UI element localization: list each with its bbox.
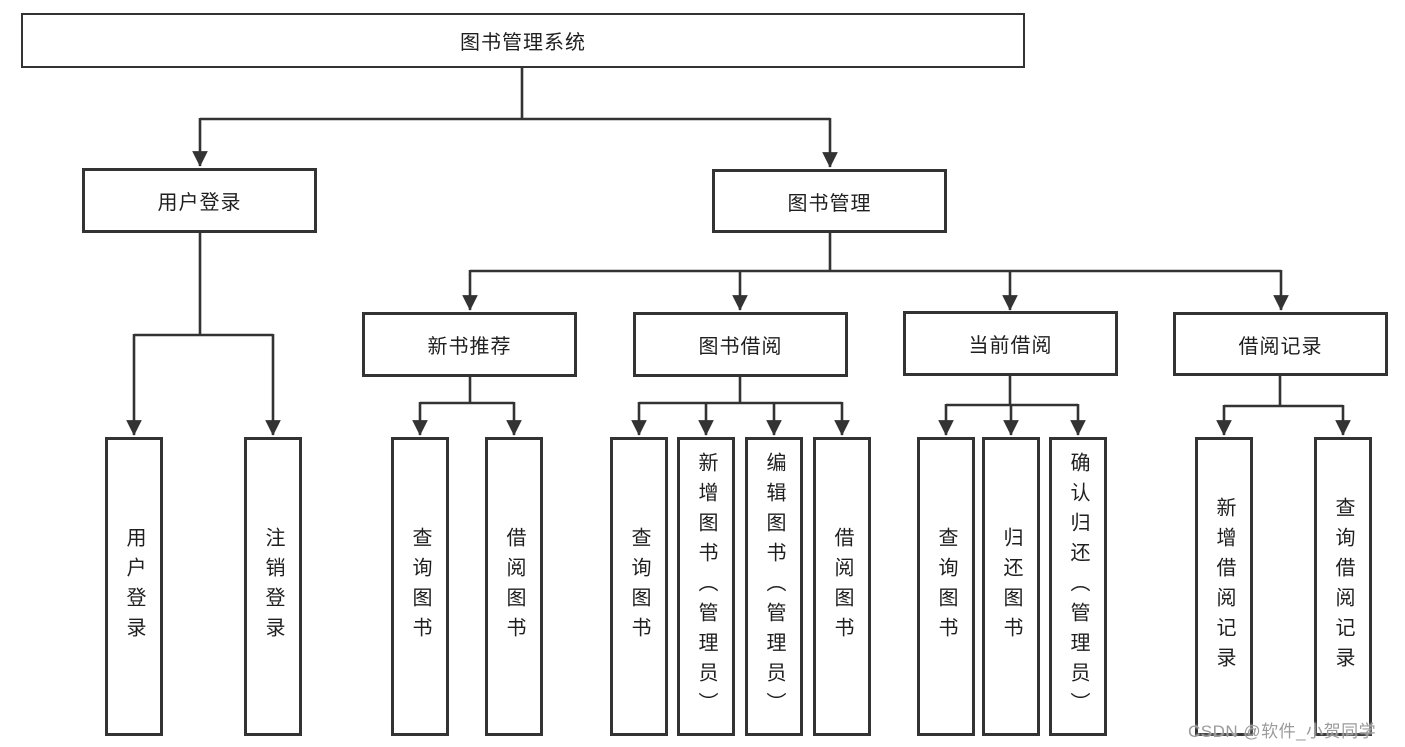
node-label: 新增图书（管理员） [695, 451, 717, 722]
node-label: 查询图书 [409, 526, 431, 647]
leaf-search-books-3: 查询图书 [917, 437, 975, 736]
watermark: CSDN @软件_小贺同学 [1188, 722, 1377, 741]
leaf-borrow-books-1: 借阅图书 [485, 437, 543, 736]
leaf-search-books-2: 查询图书 [610, 437, 668, 736]
node-label: 图书管理 [787, 192, 872, 215]
leaf-add-borrow-record: 新增借阅记录 [1195, 437, 1253, 736]
leaf-search-books-1: 查询图书 [391, 437, 449, 736]
node-label: 借阅图书 [831, 526, 853, 647]
node-label: 用户登录 [157, 192, 242, 214]
node-current-borrowing: 当前借阅 [903, 311, 1118, 376]
node-new-book-recommendation: 新书推荐 [362, 312, 577, 377]
node-label: 查询图书 [628, 526, 650, 647]
node-label: 当前借阅 [968, 335, 1053, 357]
leaf-confirm-return-admin: 确认归还（管理员） [1049, 437, 1107, 736]
node-label: 查询图书 [935, 526, 957, 647]
node-label: 查询借阅记录 [1332, 496, 1354, 677]
node-label: 编辑图书（管理员） [763, 451, 785, 722]
node-borrowing-records: 借阅记录 [1173, 312, 1388, 376]
node-label: 图书借阅 [698, 336, 783, 358]
leaf-add-books-admin: 新增图书（管理员） [677, 437, 735, 736]
leaf-logout: 注销登录 [244, 437, 302, 736]
node-label: 用户登录 [123, 526, 145, 647]
node-label: 注销登录 [262, 526, 284, 647]
leaf-return-books: 归还图书 [982, 437, 1040, 736]
node-label: 新书推荐 [427, 336, 512, 358]
node-book-borrowing: 图书借阅 [633, 312, 848, 377]
node-label: 图书管理系统 [460, 32, 586, 54]
node-root: 图书管理系统 [21, 13, 1025, 68]
leaf-search-borrow-record: 查询借阅记录 [1314, 437, 1372, 736]
leaf-borrow-books-2: 借阅图书 [813, 437, 871, 736]
node-label: 新增借阅记录 [1213, 496, 1235, 677]
node-book-management: 图书管理 [712, 169, 947, 233]
node-label: 借阅记录 [1238, 335, 1323, 358]
leaf-user-login: 用户登录 [105, 437, 163, 736]
node-label: 归还图书 [1000, 526, 1022, 647]
node-label: 确认归还（管理员） [1067, 451, 1089, 722]
leaf-edit-books-admin: 编辑图书（管理员） [745, 437, 803, 736]
node-label: 借阅图书 [503, 526, 525, 647]
node-user-login: 用户登录 [82, 168, 317, 233]
